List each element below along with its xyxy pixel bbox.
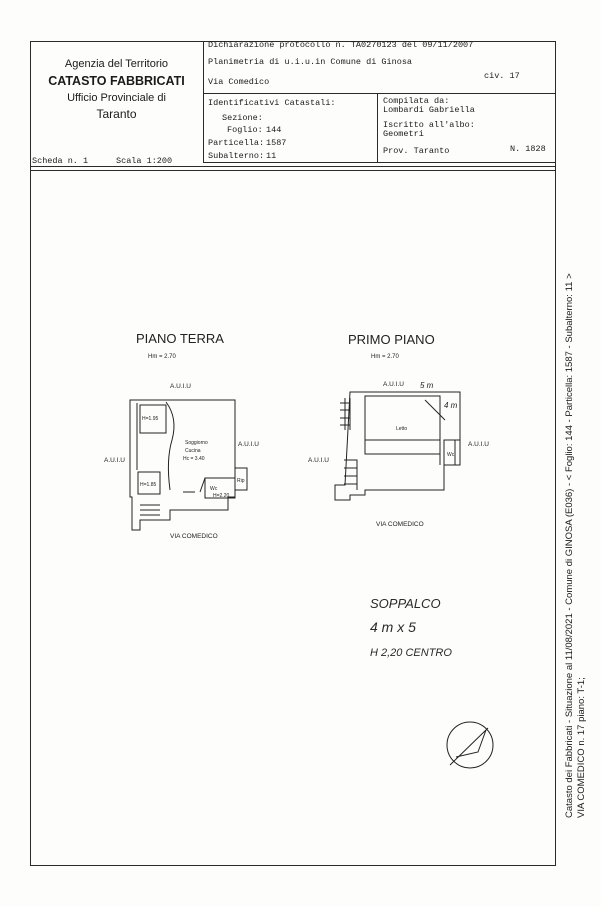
north-arrow-circle: [446, 721, 494, 769]
aiu-ground-right: A.U.I.U: [238, 441, 259, 448]
agency-name: Agenzia del Territorio: [64, 58, 169, 70]
label-rip: Rip: [237, 478, 245, 484]
label-hc: Hc = 3.40: [183, 456, 205, 462]
first-floor-stair: [340, 398, 351, 430]
inner-frame-top: [30, 170, 556, 171]
scale-label: Scala 1:200: [116, 156, 173, 166]
identifiers-title: Identificativi Catastali:: [208, 98, 336, 108]
particella-label: Particella:: [208, 138, 265, 148]
ground-floor-stair: [129, 400, 138, 470]
foglio-label: Foglio:: [227, 125, 263, 135]
aiu-first-left: A.U.I.U: [308, 457, 329, 464]
label-wc-first: Wc: [447, 452, 455, 458]
annot-4m: 4 m: [444, 401, 458, 410]
street-ground: VIA COMEDICO: [170, 533, 218, 540]
compiled-name: Lombardi Gabriella: [383, 105, 475, 115]
note-soppalco: SOPPALCO: [370, 596, 441, 611]
agency-city: Taranto: [96, 107, 137, 121]
foglio-value: 144: [266, 125, 282, 135]
agency-office: Ufficio Provinciale di: [67, 92, 166, 104]
ground-steps: [140, 504, 160, 516]
frame-bottom: [30, 865, 556, 866]
label-h195: H=1.95: [142, 416, 158, 422]
registered-label: Iscritto all'albo:: [383, 120, 475, 130]
ground-floor-outline: [129, 399, 236, 531]
first-stair-lower: [344, 459, 358, 490]
header-divider-mid: [203, 93, 556, 94]
note-dimensions: 4 m x 5: [370, 619, 416, 635]
ground-room-small: [139, 404, 167, 434]
protocol-text: Dichiarazione protocollo n. TA0270123 de…: [208, 40, 474, 50]
ground-curve-wall: [165, 401, 175, 491]
label-h185: H=1.85: [140, 482, 156, 488]
subalterno-value: 11: [266, 151, 277, 161]
registered-value: Geometri: [383, 129, 424, 139]
subalterno-label: Subalterno:: [208, 151, 265, 161]
aiu-first-top: A.U.I.U: [383, 381, 404, 388]
header-bottom-rule: [203, 162, 556, 163]
frame-left: [30, 41, 31, 865]
ground-door: [183, 477, 206, 493]
aiu-ground-top: A.U.I.U: [170, 383, 191, 390]
note-height: H 2,20 CENTRO: [370, 647, 452, 659]
particella-value: 1587: [266, 138, 287, 148]
first-bedroom: [364, 395, 441, 455]
header-divider-compiler: [377, 93, 378, 162]
north-arrow-needle: [449, 727, 489, 766]
label-cucina: Cucina: [185, 448, 201, 454]
frame-right: [555, 41, 556, 865]
ground-floor-title: PIANO TERRA: [136, 331, 224, 346]
scheda-bottom-rule: [30, 166, 556, 167]
civic-number: civ. 17: [484, 71, 520, 81]
header-divider-vertical: [203, 41, 204, 162]
aiu-first-right: A.U.I.U: [468, 441, 489, 448]
first-inner-wall: [365, 439, 441, 465]
aiu-ground-left: A.U.I.U: [104, 457, 125, 464]
ground-height: Hm = 2.70: [148, 354, 177, 360]
compiled-label: Compilata da:: [383, 96, 450, 106]
annot-5m: 5 m: [420, 381, 434, 390]
scheda-label: Scheda n. 1: [32, 156, 89, 166]
label-letto: Letto: [396, 426, 407, 432]
side-text-line1: Catasto dei Fabbricati - Situazione al 1…: [564, 273, 575, 818]
label-h220: H=2.20: [213, 493, 229, 499]
register-number: N. 1828: [510, 144, 546, 154]
sezione-label: Sezione:: [222, 113, 263, 123]
agency-catasto: CATASTO FABBRICATI: [48, 74, 185, 88]
frame-top: [30, 41, 556, 42]
address-text: Via Comedico: [208, 77, 270, 87]
side-text-line2: VIA COMEDICO n. 17 piano: T-1;: [576, 677, 587, 818]
label-wc-ground: Wc: [210, 486, 218, 492]
first-roof-line: [424, 399, 446, 421]
ground-rip: [234, 467, 248, 491]
label-soggiorno: Soggiorno: [185, 440, 208, 446]
street-first: VIA COMEDICO: [376, 521, 424, 528]
planimetry-text: Planimetria di u.i.u.in Comune di Ginosa: [208, 57, 413, 67]
first-height: Hm = 2.70: [371, 354, 400, 360]
first-floor-title: PRIMO PIANO: [348, 332, 435, 347]
province-text: Prov. Taranto: [383, 146, 450, 156]
ground-corner-room: [137, 471, 161, 495]
first-wc: [443, 439, 461, 466]
